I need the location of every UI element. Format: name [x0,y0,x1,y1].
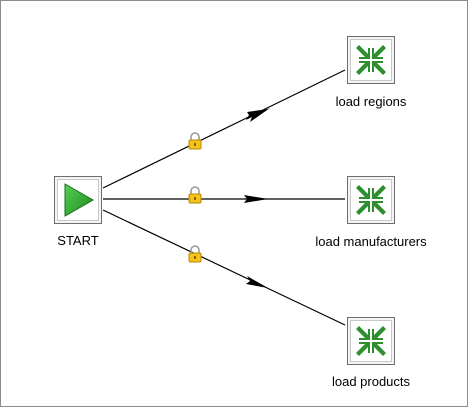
load-products-frame [350,320,392,362]
arrow-head-regions [250,108,270,122]
merge-arrows-icon [356,45,386,75]
lock-icon [188,245,202,263]
start-node-label: START [57,233,99,248]
arrow-head-products [246,276,268,288]
hop-start-products[interactable] [102,209,346,326]
load-manufacturers-node[interactable] [347,176,395,224]
load-manufacturers-frame [350,179,392,221]
lock-icon [188,186,202,204]
merge-arrows-icon [356,185,386,215]
merge-arrows-icon [356,326,386,356]
arrow-head-manufacturers [244,195,268,203]
lock-icon [188,132,202,150]
hop-start-regions[interactable] [102,69,346,189]
arrow-head-regions-fill [246,109,268,120]
load-manufacturers-label: load manufacturers [315,234,427,249]
load-regions-label: load regions [335,94,407,109]
load-products-node[interactable] [347,317,395,365]
play-icon [64,183,95,217]
load-products-label: load products [331,374,411,389]
start-node[interactable] [54,176,102,224]
load-regions-frame [350,39,392,81]
load-regions-node[interactable] [347,36,395,84]
